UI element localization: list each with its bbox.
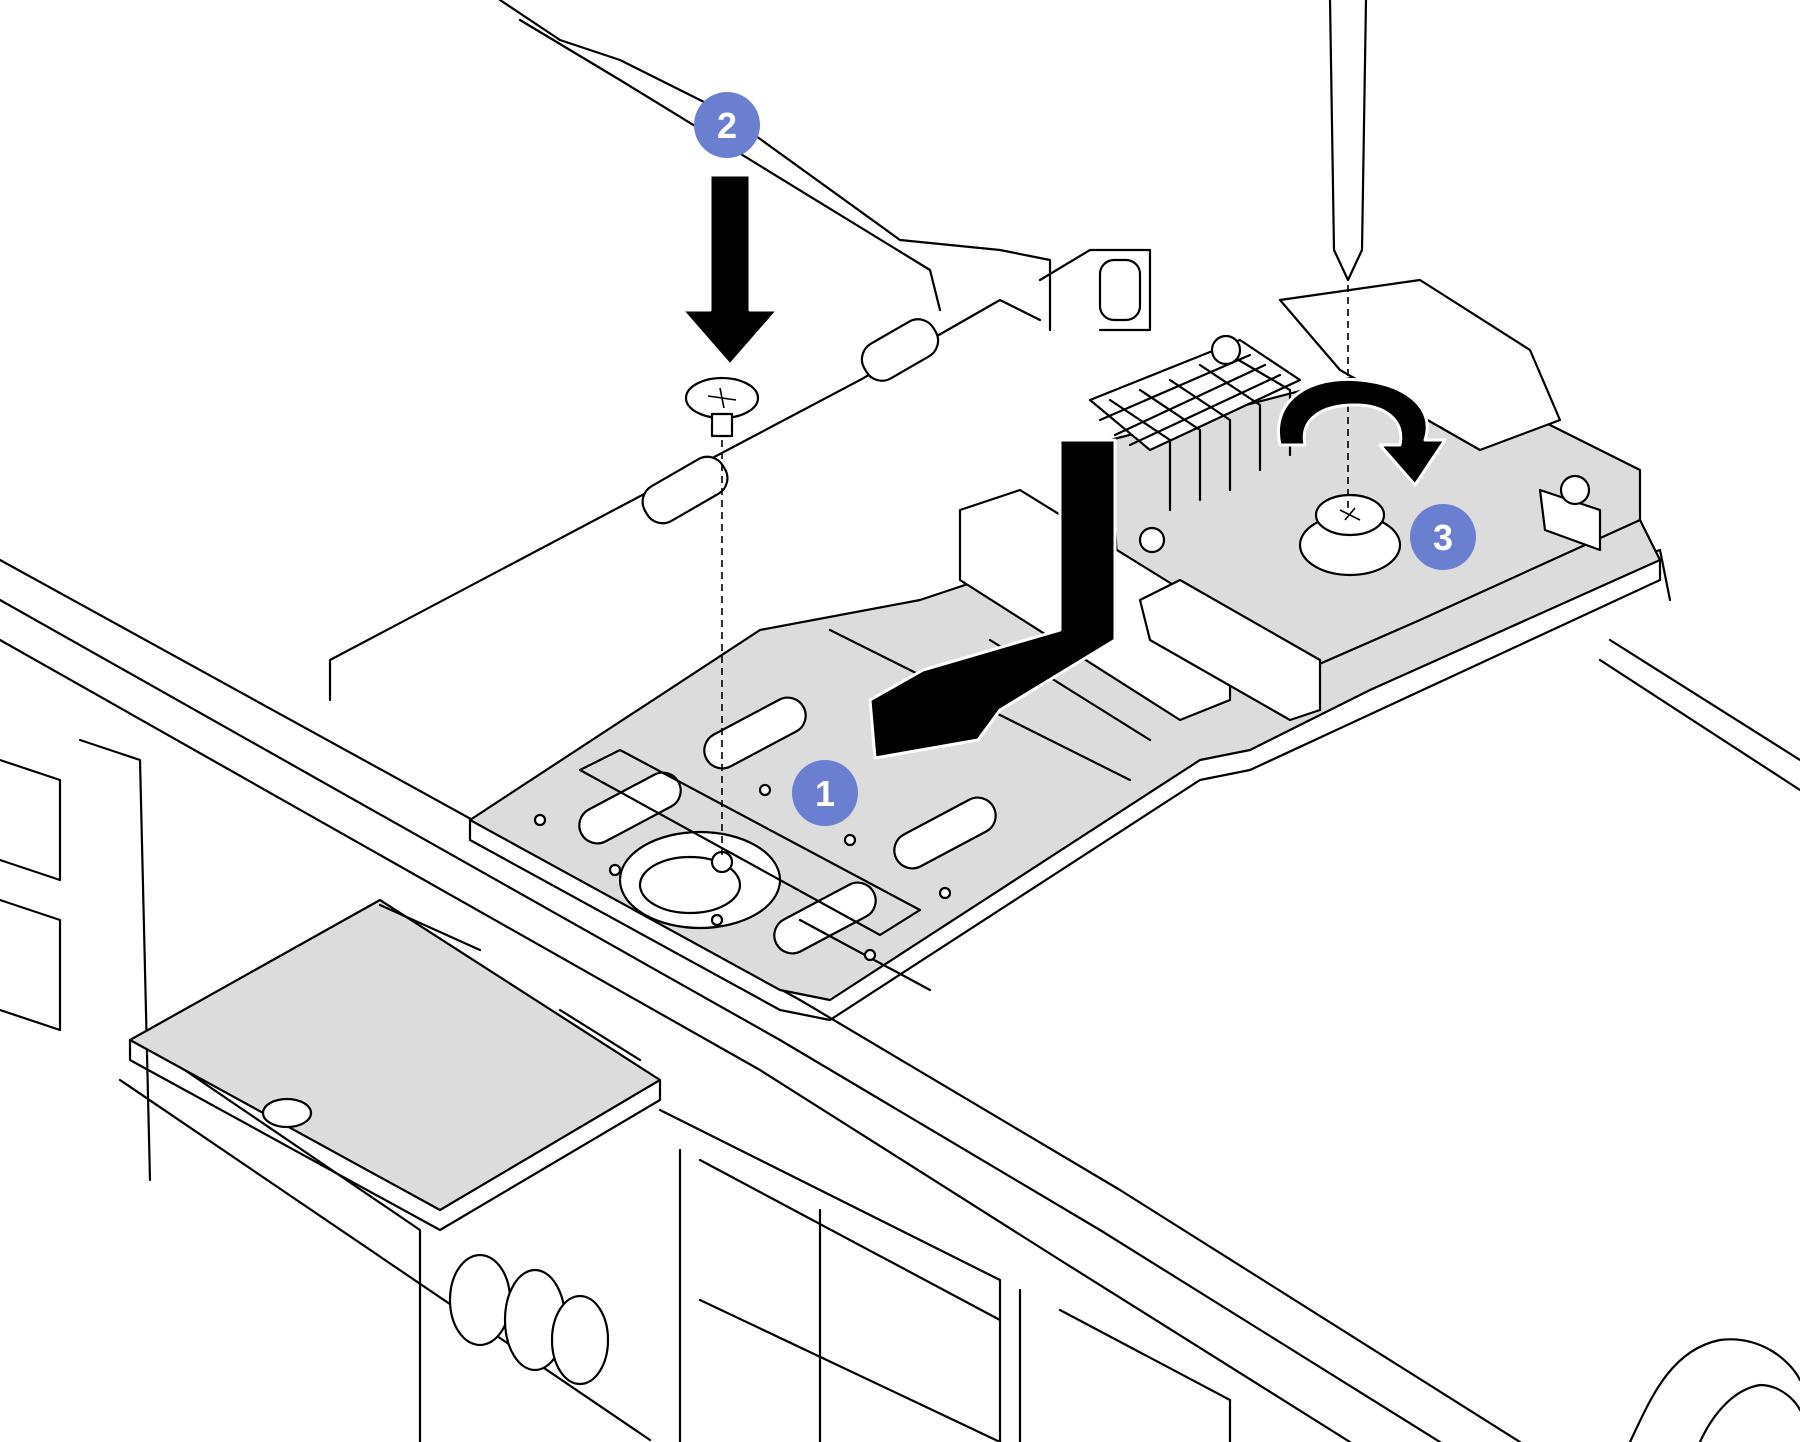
- step-badge-circle: [792, 760, 858, 826]
- arrow-left-icon: [868, 438, 1117, 760]
- step-badge-circle: [694, 92, 760, 158]
- step-badge-1: 1: [792, 760, 858, 826]
- step-badge-3: 3: [1410, 504, 1476, 570]
- heatsink: [1088, 338, 1302, 512]
- arrow-down-icon: [680, 173, 780, 367]
- m2-card: [958, 278, 1642, 722]
- front-adapter-tray: [128, 898, 662, 1232]
- step-number: 1: [815, 773, 835, 814]
- step-badge-circle: [1410, 504, 1476, 570]
- screwdriver: [1328, 0, 1368, 282]
- step-number: 3: [1433, 517, 1453, 558]
- step-badge-2: 2: [694, 92, 760, 158]
- step-number: 2: [717, 105, 737, 146]
- rotate-clockwise-icon: [1277, 377, 1447, 487]
- screw: [684, 376, 760, 438]
